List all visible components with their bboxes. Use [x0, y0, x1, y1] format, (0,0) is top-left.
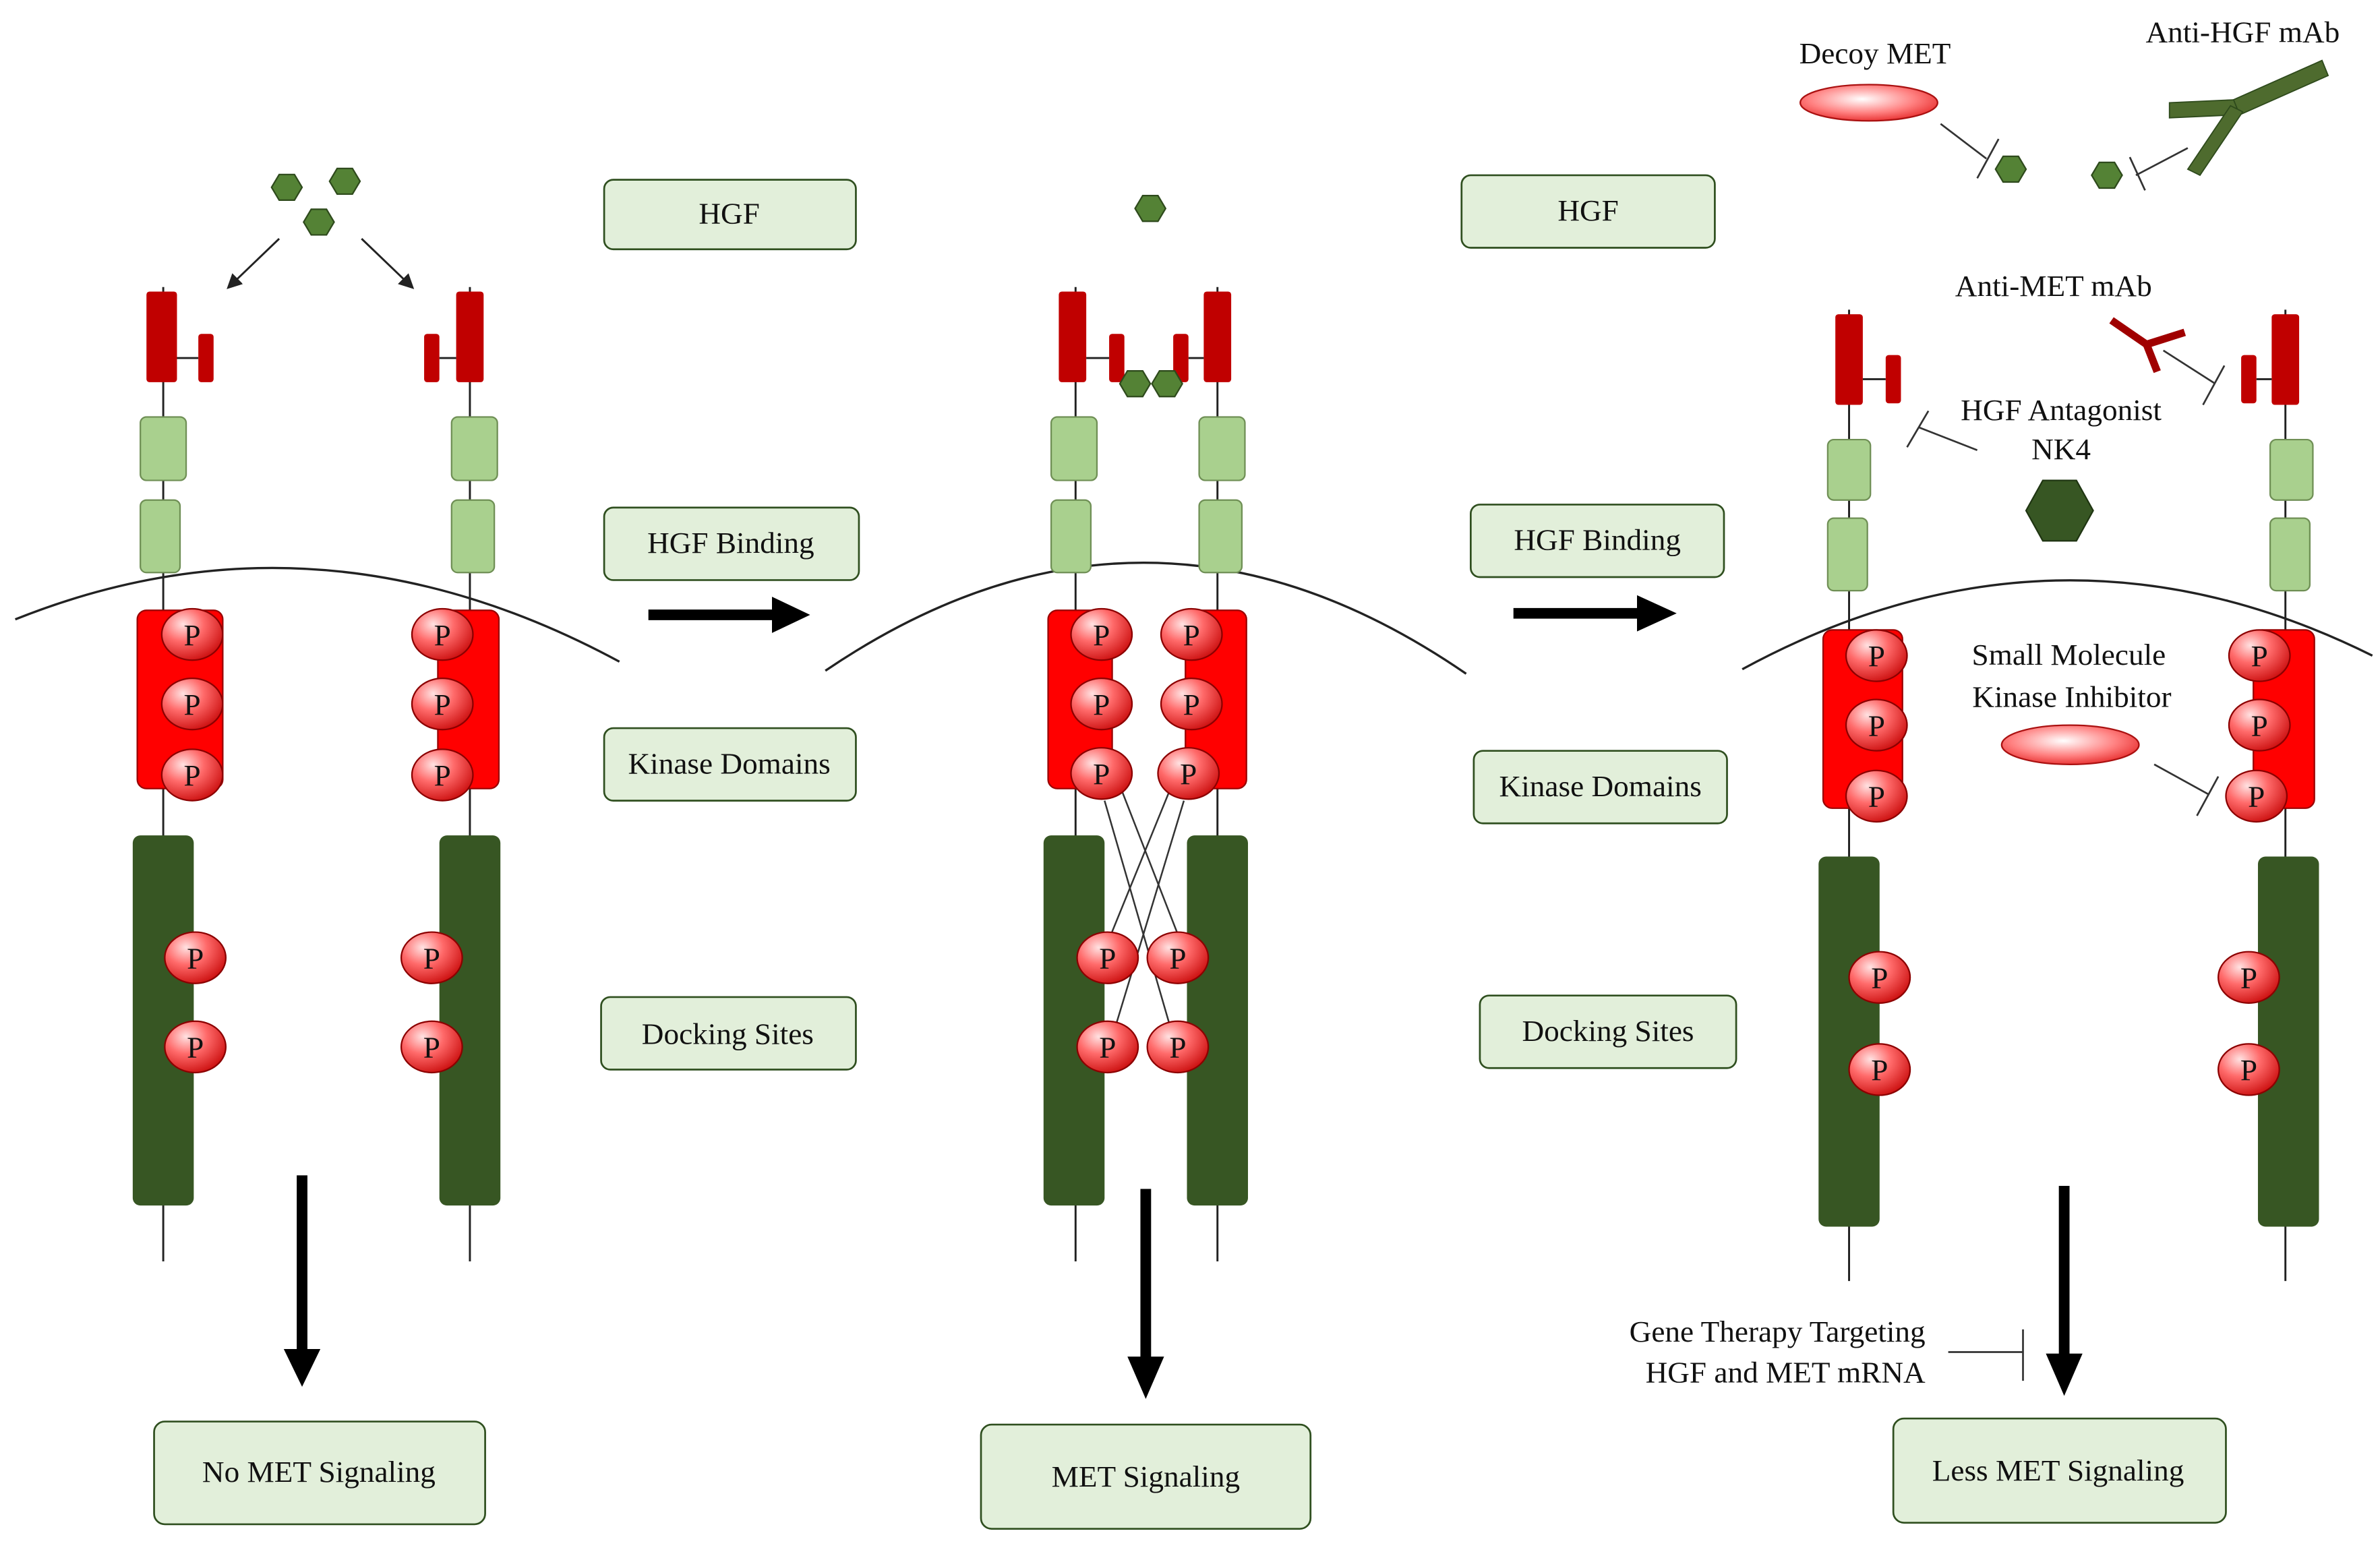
phosphorylation-site: [1848, 951, 1911, 1005]
phosphorylation-site: [1076, 1020, 1139, 1074]
phosphorylation-site: [164, 931, 227, 984]
phosphorylation-site: [411, 677, 474, 731]
phosphorylation-site: [2228, 698, 2291, 752]
cross-phosphorylation-lines: [1100, 785, 1188, 1043]
phosphorylation-site: [164, 1020, 227, 1074]
kinase-inhibitor-label: Kinase Inhibitor: [1972, 680, 2171, 714]
signal-arrow-head: [283, 1349, 321, 1387]
phosphorylation-site: [1076, 931, 1139, 984]
phosphorylation-site: [1146, 1020, 1210, 1074]
transition-arrow-head: [771, 597, 810, 633]
label-column-1: HGF HGF Binding Kinase Domains Docking S…: [600, 179, 860, 1071]
inhibition-line: [1919, 426, 1978, 452]
phosphorylation-site: [2225, 769, 2288, 823]
label-column-2: HGF HGF Binding Kinase Domains Docking S…: [1460, 174, 1737, 1069]
inhibition-bar: [2129, 156, 2146, 191]
cell-membrane: [1742, 579, 2373, 671]
cell-membrane: [825, 562, 1467, 675]
less-met-signaling-box: [1892, 1417, 2227, 1524]
phosphorylation-site: [160, 607, 224, 661]
met-signaling-label: MET Signaling: [1052, 1460, 1240, 1493]
nk4-hexagon-icon: [2025, 479, 2094, 542]
kinase-domains-label: Kinase Domains: [628, 746, 830, 780]
bound-hgf: [1151, 369, 1183, 398]
nk4-label: NK4: [2031, 432, 2091, 466]
gene-therapy-target-label: HGF and MET mRNA: [1646, 1356, 1926, 1389]
kinase-inhibitor-icon: [2000, 724, 2140, 765]
docking-sites-label-2: Docking Sites: [1522, 1014, 1694, 1048]
anti-hgf-antibody-icon: [2168, 59, 2329, 177]
phosphorylation-site: [1845, 698, 1908, 752]
phosphorylation-site: [160, 748, 224, 802]
hgf-ligand: [2091, 161, 2123, 189]
phosphorylation-site: [411, 748, 474, 802]
anti-hgf-mab-label: Anti-HGF mAb: [2145, 16, 2340, 49]
met-signaling-box: [980, 1423, 1312, 1530]
hgf-binding-label: HGF Binding: [647, 526, 814, 560]
bound-hgf: [1119, 369, 1152, 398]
no-met-signaling-box: [153, 1420, 486, 1526]
inhibition-bar: [1906, 410, 1930, 448]
hgf-label-2: HGF: [1557, 193, 1619, 227]
binding-arrow: [227, 237, 280, 289]
inhibition-line: [1940, 123, 1988, 160]
gene-therapy-label: Gene Therapy Targeting: [1630, 1315, 1926, 1348]
inhibition-line: [2162, 349, 2216, 385]
decoy-met-icon: [1799, 84, 1938, 122]
met-receptor-right: [400, 287, 501, 1262]
met-receptor-left-3: [1818, 309, 1911, 1282]
met-receptor-right-3: [2218, 309, 2319, 1282]
less-met-signaling-label: Less MET Signaling: [1932, 1454, 2184, 1487]
hgf-ligand: [328, 167, 361, 196]
inhibition-bar: [1976, 138, 2000, 179]
hgf-ligand: [270, 173, 303, 202]
phosphorylation-site: [400, 1020, 463, 1074]
phosphorylation-site: [160, 677, 224, 731]
panel-2: MET Signaling: [825, 195, 1467, 1530]
met-receptor-left: [132, 287, 227, 1262]
panel-3: Decoy MET Anti-HGF mAb Anti-MET mAb HGF …: [1630, 16, 2373, 1524]
phosphorylation-site: [1146, 931, 1210, 984]
hgf-ligand: [1134, 195, 1166, 222]
hgf-ligand: [303, 208, 335, 236]
phosphorylation-site: [1070, 747, 1133, 800]
inhibition-bar: [2202, 365, 2226, 406]
phosphorylation-site: [1160, 677, 1223, 731]
inhibition-line: [2135, 147, 2189, 177]
inhibition-line: [2153, 763, 2210, 796]
small-molecule-label: Small Molecule: [1972, 638, 2166, 671]
phosphorylation-site: [1070, 607, 1133, 661]
inhibition-bar: [2196, 776, 2220, 816]
met-receptor-dimer-right: [1173, 287, 1248, 1262]
docking-sites-label: Docking Sites: [642, 1017, 814, 1051]
panel-1: No MET Signaling: [14, 167, 620, 1526]
phosphorylation-site: [1157, 747, 1220, 800]
anti-met-mab-label: Anti-MET mAb: [1955, 269, 2152, 303]
hgf-antagonist-label: HGF Antagonist: [1961, 393, 2162, 427]
phosphorylation-site: [1845, 629, 1908, 682]
phosphorylation-site: [2218, 1043, 2280, 1096]
phosphorylation-site: [2228, 629, 2291, 682]
hgf-label: HGF: [698, 197, 760, 231]
hgf-ligand: [1994, 155, 2027, 183]
cell-membrane: [14, 566, 620, 663]
phosphorylation-site: [2218, 951, 2280, 1005]
binding-arrow: [361, 237, 415, 289]
phosphorylation-site: [400, 931, 463, 984]
signal-arrow-head: [1127, 1356, 1164, 1399]
phosphorylation-site: [1070, 677, 1133, 731]
phosphorylation-site: [1160, 607, 1223, 661]
no-met-signaling-label: No MET Signaling: [202, 1455, 436, 1489]
kinase-domains-label-2: Kinase Domains: [1499, 769, 1702, 803]
hgf-binding-label-2: HGF Binding: [1514, 523, 1681, 557]
signal-arrow-head: [2046, 1353, 2083, 1396]
phosphorylation-site: [1845, 769, 1908, 823]
transition-arrow-head: [1637, 595, 1677, 632]
phosphorylation-site: [411, 607, 474, 661]
phosphorylation-site: [1848, 1043, 1911, 1096]
anti-met-antibody-icon: [2109, 317, 2186, 373]
decoy-met-label: Decoy MET: [1799, 36, 1951, 70]
